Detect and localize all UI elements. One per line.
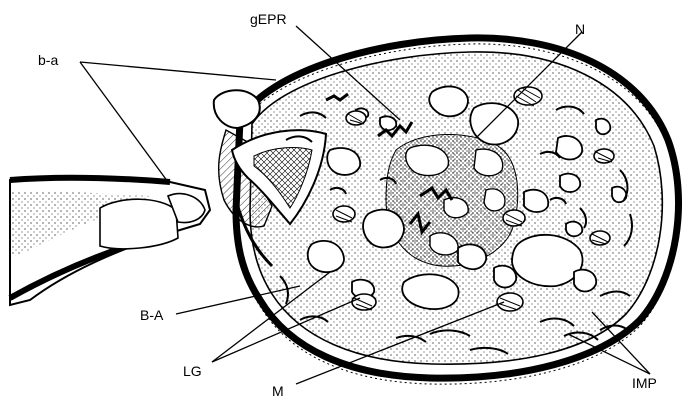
label-gepr: gEPR xyxy=(250,12,287,26)
label-B-A: B-A xyxy=(140,308,163,322)
leader-ba-lower-2 xyxy=(80,62,276,80)
label-b-a: b-a xyxy=(38,53,58,67)
label-mitochondria: M xyxy=(272,384,284,398)
label-nucleus: N xyxy=(575,22,585,36)
label-lipid-granules: LG xyxy=(183,364,202,378)
label-imp: IMP xyxy=(632,376,657,390)
leader-ba-lower-1 xyxy=(80,62,168,182)
nucleus xyxy=(386,134,518,266)
stalk xyxy=(10,178,210,305)
